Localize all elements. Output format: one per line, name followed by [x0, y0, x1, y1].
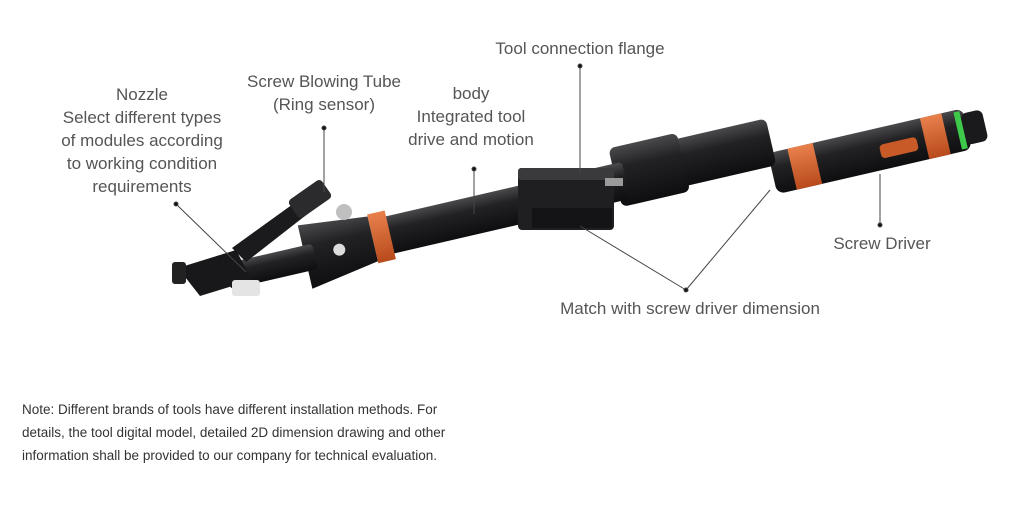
body-leader-dot — [471, 166, 477, 172]
driver-leader-dot — [877, 222, 883, 228]
nozzle-leader-line — [175, 203, 247, 273]
flange-label: Tool connection flange — [470, 37, 690, 60]
flange-leader-dot — [577, 63, 583, 69]
nozzle-title: Nozzle — [116, 85, 168, 104]
flange-title: Tool connection flange — [495, 39, 665, 58]
note-line-3: information shall be provided to our com… — [22, 448, 437, 463]
blowing-tube-subtitle: (Ring sensor) — [272, 95, 376, 114]
note-line-2: details, the tool digital model, detaile… — [22, 425, 446, 440]
nozzle-leader-dot — [173, 201, 179, 207]
match-label: Match with screw driver dimension — [540, 297, 840, 320]
body-title: body — [452, 84, 490, 103]
body-desc-2: drive and motion — [408, 130, 534, 149]
nozzle — [172, 250, 260, 296]
screw-blowing-tube — [232, 180, 352, 262]
blowing-tube-leader-dot — [321, 125, 327, 131]
blowing-tube-title: Screw Blowing Tube — [246, 72, 402, 91]
note-line-1: Note: Different brands of tools have dif… — [22, 402, 438, 417]
match-title: Match with screw driver dimension — [560, 299, 820, 318]
nozzle-desc-3: to working condition — [66, 154, 218, 173]
nozzle-desc-4: requirements — [92, 177, 192, 196]
nozzle-desc-1: Select different types — [62, 108, 222, 127]
match-leader-line-left — [579, 225, 687, 291]
body-label: body Integrated tool drive and motion — [396, 82, 546, 151]
body-desc-1: Integrated tool — [416, 107, 526, 126]
match-leader-dot — [683, 287, 689, 293]
blowing-tube-label: Screw Blowing Tube (Ring sensor) — [236, 70, 412, 116]
screw-driver-title: Screw Driver — [833, 234, 931, 253]
screw-driver — [769, 109, 988, 193]
connection-flange — [518, 168, 623, 230]
installation-note: Note: Different brands of tools have dif… — [22, 398, 482, 467]
nozzle-desc-2: of modules according — [61, 131, 223, 150]
match-leader-line-right — [685, 189, 771, 291]
screw-driver-label: Screw Driver — [820, 232, 944, 255]
nozzle-label: Nozzle Select different types of modules… — [48, 83, 236, 198]
